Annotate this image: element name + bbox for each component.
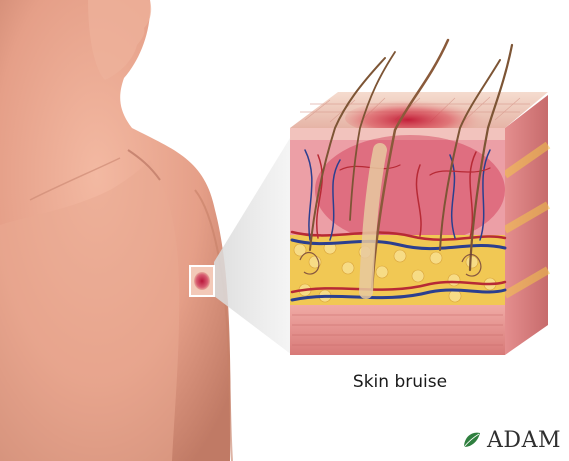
caption-label: Skin bruise: [340, 372, 460, 392]
skin-cross-section: [290, 40, 548, 355]
muscle-layer: [290, 305, 505, 355]
bruise-spot: [190, 266, 214, 296]
leaf-icon: [465, 432, 485, 450]
torso-figure: [0, 0, 232, 461]
logo-text: ADAM: [487, 428, 561, 453]
adam-logo: ADAM: [465, 428, 561, 453]
